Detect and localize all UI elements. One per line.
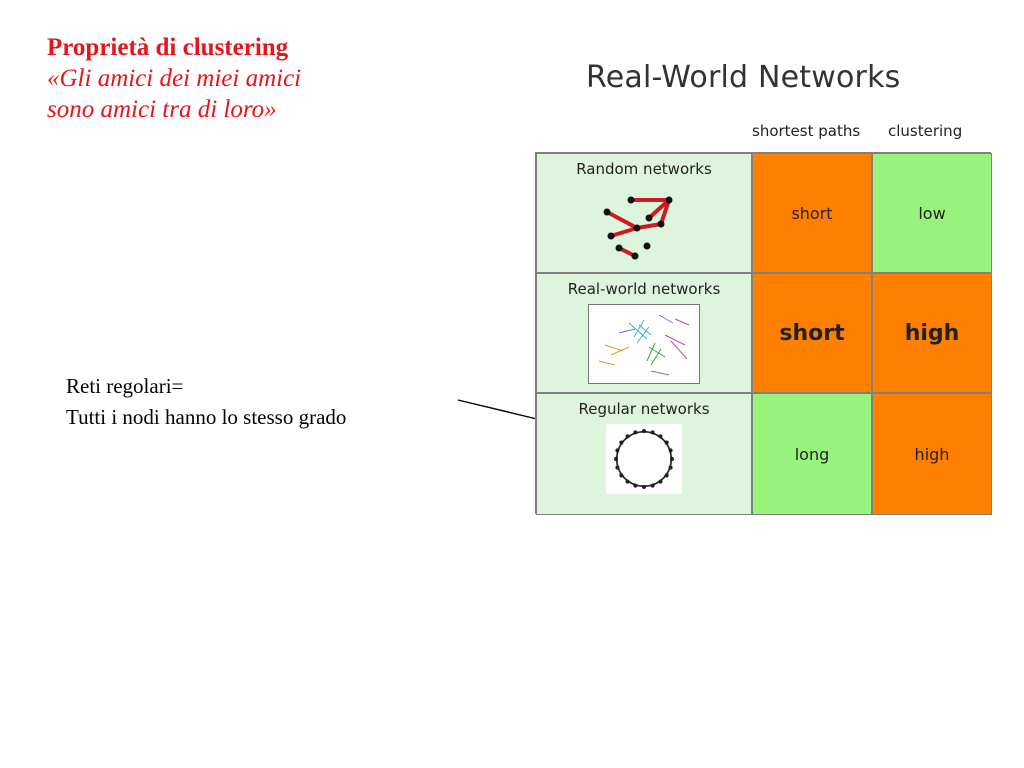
regular-networks-note: Reti regolari= Tutti i nodi hanno lo ste… xyxy=(66,371,346,433)
real-world-shortest-paths: short xyxy=(752,273,872,393)
column-header-clustering: clustering xyxy=(888,122,963,140)
regular-shortest-paths: long xyxy=(752,393,872,515)
row-label-real-world: Real-world networks xyxy=(536,273,752,393)
note-line1: Reti regolari= xyxy=(66,374,184,398)
slide-heading: Proprietà di clustering «Gli amici dei m… xyxy=(47,32,301,125)
regular-clustering: high xyxy=(872,393,992,515)
column-header-shortest-paths: shortest paths xyxy=(752,122,861,140)
row-label-regular: Regular networks xyxy=(536,393,752,515)
heading-quote-line2: sono amici tra di loro» xyxy=(47,96,277,123)
real-world-clustering: high xyxy=(872,273,992,393)
random-network-illustration xyxy=(603,196,673,260)
row-label-text: Random networks xyxy=(576,160,712,178)
row-label-text: Real-world networks xyxy=(567,280,721,298)
heading-title: Proprietà di clustering xyxy=(47,34,289,61)
row-label-random: Random networks xyxy=(536,153,752,273)
random-clustering: low xyxy=(872,153,992,273)
figure-title: Real-World Networks xyxy=(586,60,901,95)
networks-table: Random networks short low Real-world xyxy=(535,152,992,515)
note-line2: Tutti i nodi hanno lo stesso grado xyxy=(66,405,347,429)
heading-quote-line1: «Gli amici dei miei amici xyxy=(47,65,302,92)
real-world-network-illustration xyxy=(588,304,700,384)
row-label-text: Regular networks xyxy=(578,400,710,418)
regular-network-illustration xyxy=(606,424,682,494)
random-shortest-paths: short xyxy=(752,153,872,273)
